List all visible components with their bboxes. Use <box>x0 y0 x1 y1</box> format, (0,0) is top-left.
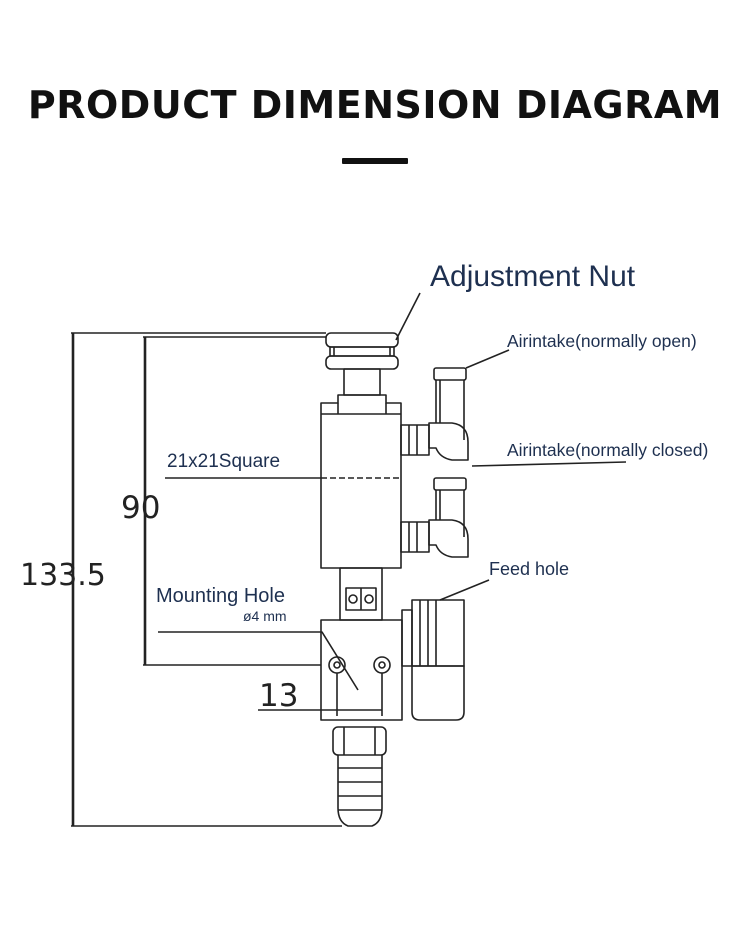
leader-feed-hole <box>439 579 490 601</box>
connector-window <box>339 567 383 621</box>
leader-air-closed <box>471 461 627 467</box>
air-open-label: Airintake(normally open) <box>507 331 697 351</box>
leader-mounting-hole <box>158 631 359 691</box>
nozzle-part <box>332 726 387 827</box>
dimension-13-value: 13 <box>259 678 298 714</box>
dimension-90-lines <box>143 336 326 666</box>
adjustment-nut-part <box>325 332 399 370</box>
main-body-part <box>320 394 402 569</box>
dimension-90-value: 90 <box>121 490 160 526</box>
leader-air-open <box>465 349 510 369</box>
feed-hole-fitting <box>401 599 465 721</box>
mounting-hole-label: Mounting Hole <box>156 585 285 607</box>
adjustment-nut-label: Adjustment Nut <box>430 260 636 293</box>
page-title: PRODUCT DIMENSION DIAGRAM <box>27 83 723 127</box>
dimension-13-lines <box>258 673 383 716</box>
hole-diameter-label: ø4 mm <box>243 608 287 624</box>
air-fitting-open <box>400 367 469 461</box>
leader-adjustment-nut <box>395 292 421 341</box>
dimension-133-5-value: 133.5 <box>20 558 106 593</box>
feed-hole-label: Feed hole <box>489 559 569 579</box>
air-closed-label: Airintake(normally closed) <box>507 440 708 460</box>
dimension-133-5-lines <box>71 332 342 827</box>
air-fitting-closed <box>400 477 469 558</box>
mounting-block-part <box>320 619 403 721</box>
title-underline <box>342 158 408 164</box>
neck-part <box>343 368 381 396</box>
square-label: 21x21Square <box>167 451 280 472</box>
